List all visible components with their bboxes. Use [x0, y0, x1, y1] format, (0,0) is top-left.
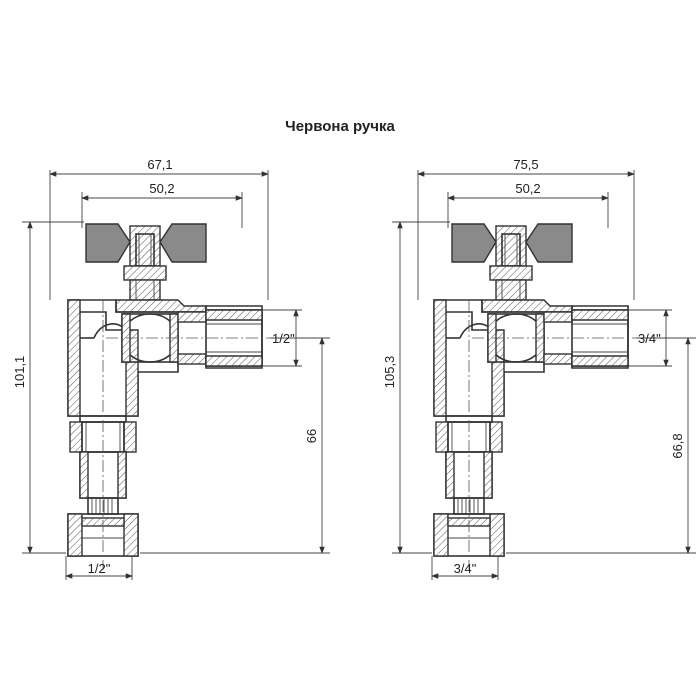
- left-outlet-height: 66: [304, 429, 319, 443]
- left-bottom-thread: 1/2": [88, 561, 111, 576]
- right-overall-width: 75,5: [513, 157, 538, 172]
- left-handle-width: 50,2: [149, 181, 174, 196]
- right-side-thread: 3/4": [638, 331, 661, 346]
- right-valve-body: [433, 223, 639, 571]
- right-outlet-height: 66,8: [670, 433, 685, 458]
- right-valve: 75,5 50,2 105,3 66,8 3/4" 3/4": [382, 157, 696, 580]
- right-overall-height: 105,3: [382, 356, 397, 389]
- left-overall-height: 101,1: [12, 356, 27, 389]
- left-valve-body: [67, 223, 273, 571]
- right-handle-width: 50,2: [515, 181, 540, 196]
- left-valve: 67,1 50,2 101,1 66 1/2" 1/2": [12, 157, 330, 580]
- right-bottom-thread: 3/4": [454, 561, 477, 576]
- drawing-title: Червона ручка: [285, 118, 395, 135]
- left-side-thread: 1/2": [272, 331, 295, 346]
- left-overall-width: 67,1: [147, 157, 172, 172]
